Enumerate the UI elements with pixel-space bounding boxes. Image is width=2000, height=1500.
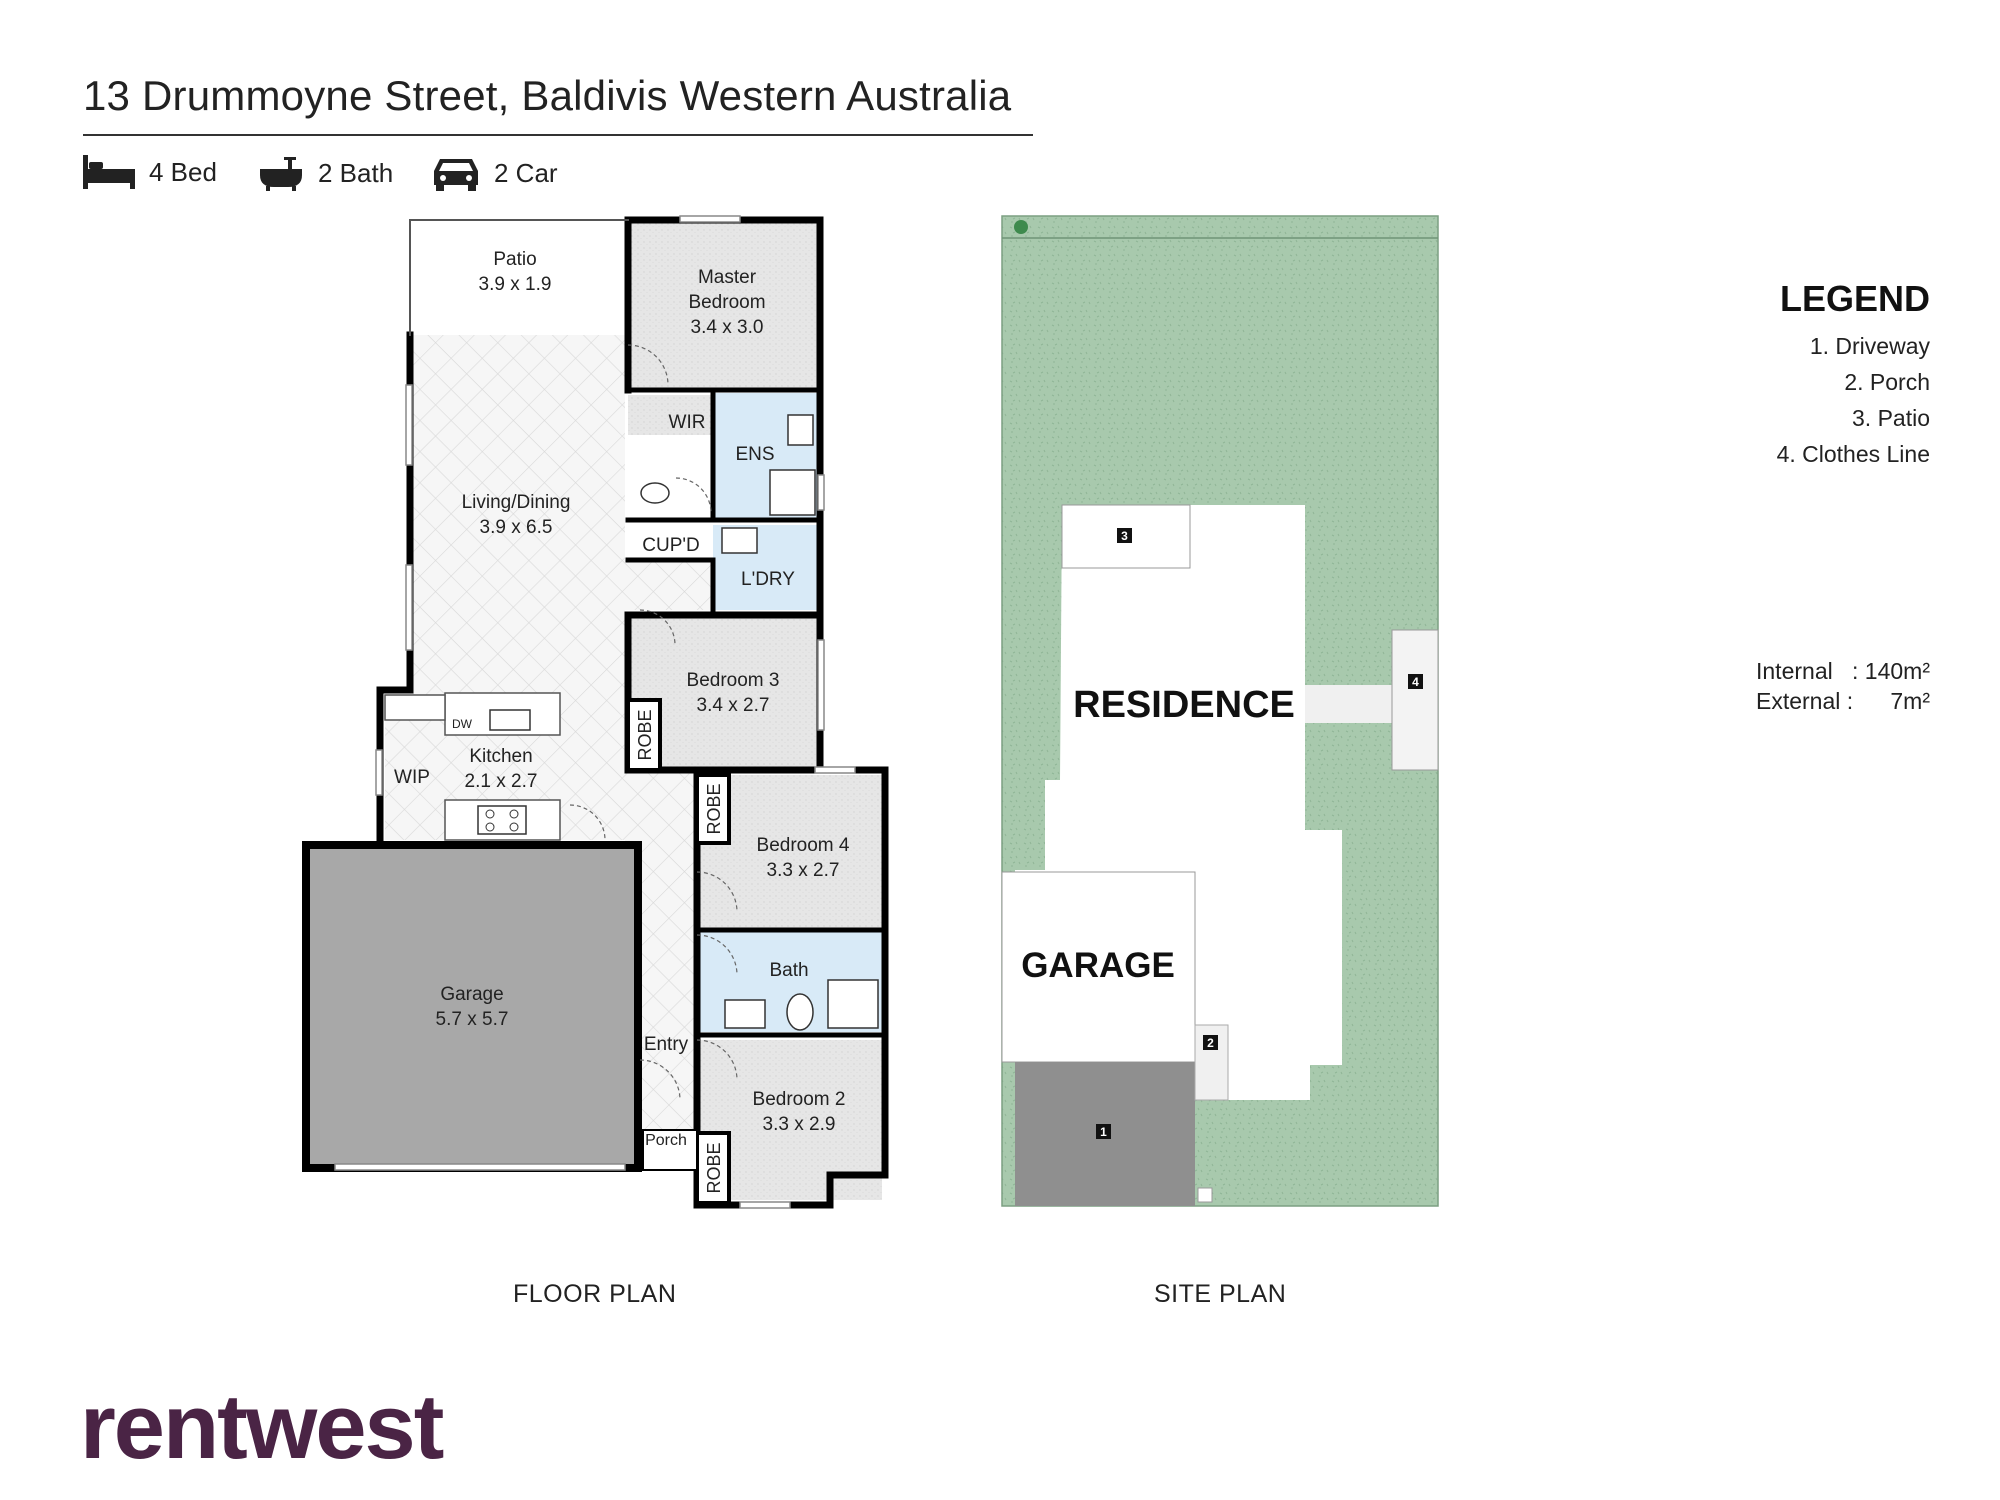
bed4-name: Bedroom 4 <box>757 835 850 856</box>
rentwest-logo: rentwest <box>80 1376 444 1478</box>
meter-box <box>1197 1187 1213 1203</box>
robe3-box <box>626 698 662 772</box>
bed-icon <box>83 155 135 189</box>
living-floor <box>410 335 625 695</box>
bed2-name: Bedroom 2 <box>753 1089 846 1110</box>
legend-title: LEGEND <box>1779 278 1930 319</box>
master-floor <box>628 220 818 390</box>
wir-label: WIR <box>669 412 706 433</box>
bed-feature: 4 Bed <box>83 155 217 189</box>
robe4-label: ROBE <box>704 783 724 834</box>
kitchen-name: Kitchen <box>469 746 532 767</box>
robe2-label: ROBE <box>704 1142 724 1193</box>
ensuite-shower <box>769 469 816 516</box>
bath-label: Bath <box>769 960 808 981</box>
marker-3: 3 <box>1121 529 1128 543</box>
dishwasher <box>384 694 446 721</box>
bed3-name: Bedroom 3 <box>687 670 780 691</box>
legend-item-patio: 3. Patio <box>1852 405 1930 431</box>
wip-label: WIP <box>394 767 430 788</box>
patio-name: Patio <box>493 249 536 270</box>
master-name1: Master <box>698 267 757 288</box>
patio-area <box>1061 504 1191 569</box>
master-name2: Bedroom <box>688 292 765 313</box>
internal-area-value: : 140m² <box>1852 658 1930 684</box>
marker-2: 2 <box>1207 1036 1214 1050</box>
wir-floor <box>628 395 713 435</box>
external-area-label: External : <box>1756 688 1854 714</box>
ensuite-basin <box>787 414 814 446</box>
bath-toilet <box>786 993 814 1031</box>
residence-label: RESIDENCE <box>1073 684 1295 726</box>
car-icon <box>434 159 478 191</box>
floor-plan-caption: FLOOR PLAN <box>513 1280 677 1308</box>
bathtub-icon <box>260 157 302 191</box>
porch-box <box>642 1129 698 1171</box>
garage-site-label: GARAGE <box>1021 946 1175 985</box>
bath-count: 2 Bath <box>318 157 394 188</box>
living-size: 3.9 x 6.5 <box>480 517 553 538</box>
property-address: 13 Drummoyne Street, Baldivis Western Au… <box>83 72 1012 119</box>
internal-area-label: Internal <box>1756 658 1833 684</box>
car-count: 2 Car <box>494 157 558 188</box>
legend-item-porch: 2. Porch <box>1844 369 1930 395</box>
entry-label: Entry <box>644 1034 689 1055</box>
master-size: 3.4 x 3.0 <box>691 317 764 338</box>
cupd-label: CUP'D <box>642 535 699 556</box>
bed-count: 4 Bed <box>149 156 217 187</box>
garage-footprint <box>1001 871 1196 1063</box>
living-name: Living/Dining <box>462 492 571 513</box>
robe3-label: ROBE <box>635 709 655 760</box>
ensuite-toilet <box>640 482 670 504</box>
legend-item-driveway: 1. Driveway <box>1809 333 1930 359</box>
patio-size: 3.9 x 1.9 <box>479 274 552 295</box>
bath-basin <box>724 999 766 1029</box>
porch-label: Porch <box>645 1132 687 1149</box>
site-plan-caption: SITE PLAN <box>1154 1280 1287 1308</box>
legend-item-clothes-line: 4. Clothes Line <box>1776 441 1930 467</box>
ldry-label: L'DRY <box>741 569 795 590</box>
garage-size: 5.7 x 5.7 <box>436 1009 509 1030</box>
car-feature: 2 Car <box>432 155 558 191</box>
bed2-size: 3.3 x 2.9 <box>763 1114 836 1135</box>
marker-4: 4 <box>1412 675 1419 689</box>
ens-label: ENS <box>735 444 774 465</box>
tree-icon <box>1014 220 1028 234</box>
garage-floor <box>308 845 636 1165</box>
clothes-line <box>1391 629 1439 771</box>
dw-label: DW <box>452 717 473 731</box>
bath-feature: 2 Bath <box>258 155 393 191</box>
external-area-value: 7m² <box>1890 688 1930 714</box>
kitchen-size: 2.1 x 2.7 <box>465 771 538 792</box>
bed4-size: 3.3 x 2.7 <box>767 860 840 881</box>
marker-1: 1 <box>1100 1125 1107 1139</box>
garage-name: Garage <box>440 984 503 1005</box>
title-divider <box>83 134 1033 136</box>
laundry-tub <box>721 527 758 554</box>
sink <box>489 709 531 731</box>
residence-body <box>1045 505 1342 1100</box>
hall-floor <box>625 560 715 610</box>
clothes-line-path <box>1305 685 1395 723</box>
bath-shower <box>827 979 879 1029</box>
robe4-box <box>695 773 731 845</box>
bed3-size: 3.4 x 2.7 <box>697 695 770 716</box>
cooktop <box>477 805 527 835</box>
